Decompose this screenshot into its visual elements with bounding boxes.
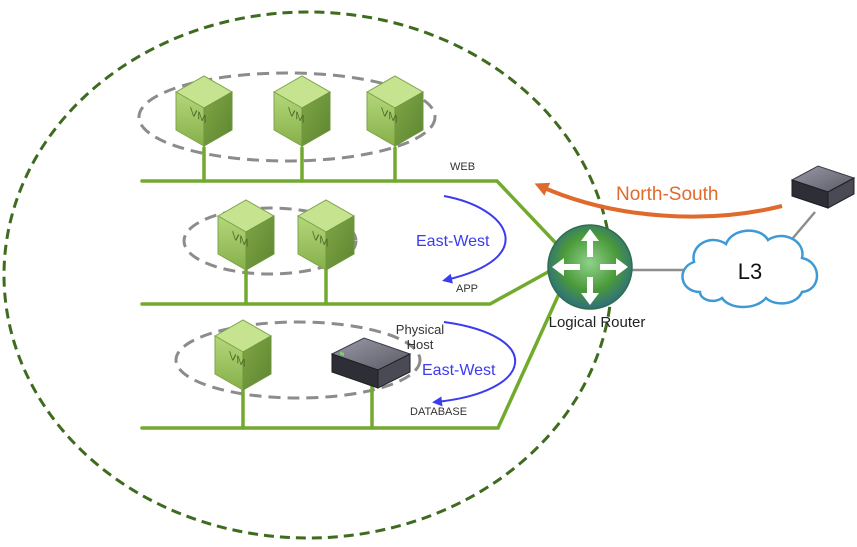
physical-host-label-line1: Physical: [396, 322, 445, 337]
east-west-db-label: East-West: [422, 362, 496, 379]
router-label: Logical Router: [549, 314, 646, 331]
vm-icon: VM: [175, 75, 233, 147]
north-south-label: North-South: [616, 184, 718, 205]
segment-label-web: WEB: [450, 161, 475, 173]
cloud-icon: [681, 229, 819, 309]
router-icon: [547, 224, 633, 310]
database-logical-switch: [140, 294, 560, 430]
north-south-arrow: [534, 182, 783, 219]
cloud-label: L3: [738, 259, 762, 284]
cloud-device-link: [792, 211, 816, 239]
east-west-app-label: East-West: [416, 233, 490, 250]
vm-icon: VM: [214, 319, 272, 391]
app-vm-group-ring: [182, 206, 358, 276]
east-west-db-arrow: [432, 321, 517, 407]
vm-icon: VM: [297, 199, 355, 271]
web-logical-switch: [140, 179, 569, 257]
segment-label-database: DATABASE: [410, 406, 467, 418]
web-vm-group-ring: [137, 71, 437, 163]
server-appliance-icon: [330, 337, 412, 389]
database-vm-group-ring: [174, 320, 422, 400]
app-logical-switch: [140, 270, 550, 306]
physical-host-label-line2: Host: [407, 337, 434, 352]
east-west-app-arrow: [442, 195, 507, 284]
segment-label-app: APP: [456, 283, 478, 295]
vm-icon: VM: [366, 75, 424, 147]
network-appliance-icon: [790, 165, 856, 209]
vm-icon: VM: [273, 75, 331, 147]
vm-icon: VM: [217, 199, 275, 271]
